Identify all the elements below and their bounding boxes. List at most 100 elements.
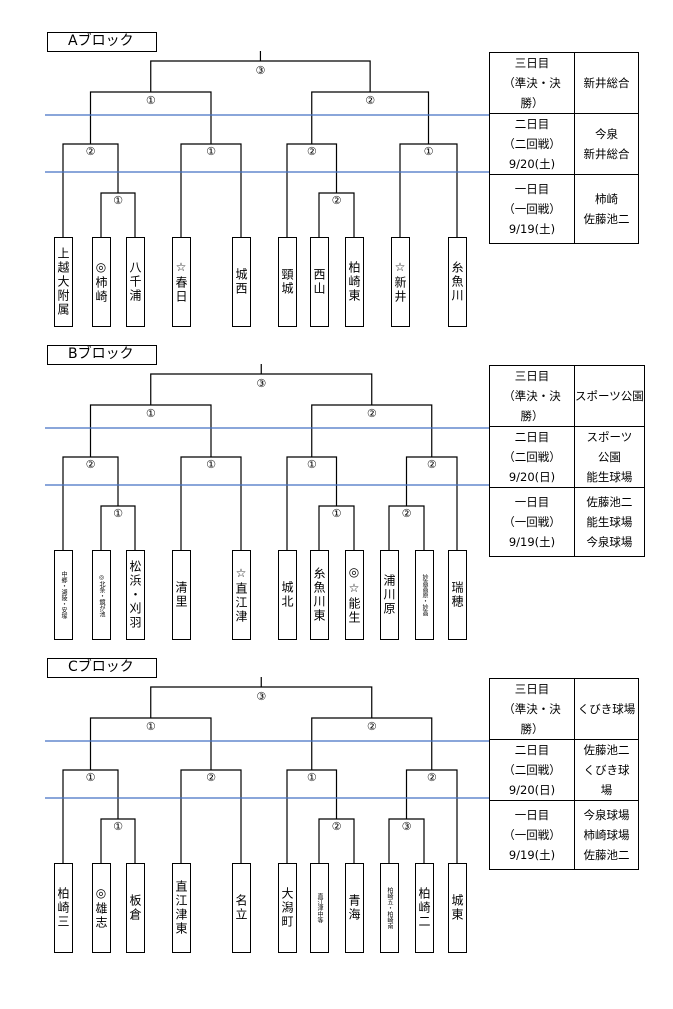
schedule-venue-cell: 佐藤池二能生球場今泉球場 — [574, 487, 645, 557]
schedule-day-line: 三日目 — [514, 682, 550, 696]
schedule-venue-cell: 今泉新井総合 — [574, 113, 639, 175]
game-number: ② — [363, 94, 378, 108]
game-number: ② — [424, 458, 439, 472]
team-box: ◎北条・鏡が池 — [91, 550, 111, 640]
team-box: ◎雄志 — [91, 863, 111, 953]
schedule-venue-line: くびき球 — [583, 763, 630, 777]
schedule-venue-cell: 新井総合 — [574, 52, 639, 114]
team-box: 浦川原 — [379, 550, 399, 640]
team-box: 松浜・刈羽 — [125, 550, 145, 640]
game-number: ① — [143, 94, 158, 108]
schedule-day-cell: 一日目（一回戦）9/19(土) — [489, 487, 575, 557]
schedule-day-line: （準決・決 — [503, 76, 561, 90]
game-number: ② — [399, 507, 414, 521]
schedule-venue-line: 今泉球場 — [586, 535, 633, 549]
team-box: 頸城 — [277, 237, 297, 327]
schedule-day-line: 三日目 — [514, 56, 550, 70]
schedule-venue-line: 柿崎 — [595, 192, 618, 206]
game-number: ③ — [253, 64, 268, 78]
block-title: Bブロック — [47, 345, 157, 365]
schedule-day-line: （準決・決 — [503, 389, 561, 403]
team-box: 城西 — [231, 237, 251, 327]
team-box: 糸魚川 — [447, 237, 467, 327]
game-number: ③ — [254, 690, 269, 704]
schedule-venue-cell: スポーツ公園 — [574, 365, 645, 427]
schedule-day-line: 一日目 — [514, 495, 550, 509]
schedule-venue-line: 能生球場 — [586, 470, 633, 484]
game-number: ① — [111, 820, 125, 834]
schedule-day-cell: 二日目 （二回戦） 9/20(土) — [489, 113, 575, 175]
schedule-day-line: 9/20(土) — [508, 157, 556, 171]
schedule-day-cell: 一日目（一回戦）9/19(土) — [489, 174, 575, 244]
schedule-venue-line: 新井総合 — [583, 147, 630, 161]
team-box: 糸魚川東 — [309, 550, 329, 640]
team-box: 名立 — [231, 863, 251, 953]
schedule-day-line: 二日目 — [514, 743, 550, 757]
team-box: 上越大附属 — [53, 237, 73, 327]
schedule-venue-line: 今泉 — [595, 127, 618, 141]
schedule-venue-line: 佐藤池二 — [583, 212, 630, 226]
schedule-row: 三日目（準決・決勝）新井総合 — [489, 52, 639, 114]
schedule-venue-line: 佐藤池二 — [583, 743, 630, 757]
schedule-venue-line: 新井総合 — [583, 76, 630, 90]
team-box: 瑞穂 — [447, 550, 467, 640]
team-box: 板倉 — [125, 863, 145, 953]
schedule-day-line: 二日目 — [514, 117, 550, 131]
game-number: ② — [364, 720, 379, 734]
game-number: ① — [421, 145, 436, 159]
schedule-day-line: 一日目 — [514, 808, 550, 822]
schedule-venue-line: 能生球場 — [586, 515, 633, 529]
team-box: 柏崎二 — [414, 863, 434, 953]
game-number: ① — [204, 145, 218, 159]
game-number: ③ — [399, 820, 414, 834]
schedule-venue-line: 公園 — [597, 450, 621, 464]
team-box: 大潟町 — [277, 863, 297, 953]
schedule-day-line: 勝） — [520, 409, 544, 423]
schedule-venue-cell: スポーツ公園能生球場 — [574, 426, 645, 488]
schedule-row: 二日目（二回戦）9/20(日)スポーツ公園能生球場 — [489, 426, 645, 488]
schedule-day-line: （二回戦） — [503, 137, 561, 151]
team-box: 柏崎東 — [344, 237, 364, 327]
schedule-table: 三日目（準決・決勝）スポーツ公園二日目（二回戦）9/20(日)スポーツ公園能生球… — [489, 365, 645, 557]
schedule-row: 一日目（一回戦）9/19(土)今泉球場柿崎球場佐藤池二 — [489, 800, 639, 870]
schedule-table: 三日目（準決・決勝）くびき球場二日目（二回戦）9/20(日)佐藤池二くびき球場一… — [489, 678, 639, 870]
team-box: ☆新井 — [390, 237, 410, 327]
schedule-day-line: 9/20(日) — [508, 783, 556, 797]
schedule-venue-line: くびき球場 — [577, 702, 636, 716]
schedule-venue-cell: くびき球場 — [574, 678, 639, 740]
team-box: ☆春日 — [171, 237, 191, 327]
schedule-row: 三日目 （準決・決勝） スポーツ公園 — [489, 365, 645, 427]
schedule-row: 二日目 （二回戦） 9/20(土) 今泉新井総合 — [489, 113, 639, 175]
schedule-row: 三日目（準決・決勝）くびき球場 — [489, 678, 639, 740]
schedule-row: 一日目（一回戦）9/19(土) 柿崎佐藤池二 — [489, 174, 639, 244]
schedule-day-cell: 一日目（一回戦）9/19(土) — [489, 800, 575, 870]
game-number: ② — [204, 771, 218, 785]
schedule-venue-line: 今泉球場 — [583, 808, 630, 822]
schedule-day-cell: 二日目 （二回戦） 9/20(日) — [489, 739, 575, 801]
game-number: ① — [304, 771, 319, 785]
team-box: 城東 — [447, 863, 467, 953]
game-number: ③ — [254, 377, 269, 391]
schedule-venue-cell: 今泉球場柿崎球場佐藤池二 — [574, 800, 639, 870]
schedule-day-cell: 三日目 （準決・決勝） — [489, 365, 575, 427]
schedule-day-line: 二日目 — [514, 430, 550, 444]
team-box: 城北 — [277, 550, 297, 640]
schedule-venue-line: 佐藤池二 — [586, 495, 633, 509]
game-number: ① — [143, 720, 158, 734]
game-number: ① — [329, 507, 344, 521]
team-box: ◎☆能生 — [344, 550, 364, 640]
schedule-venue-line: 佐藤池二 — [583, 848, 630, 862]
schedule-venue-line: スポーツ — [586, 430, 633, 444]
game-number: ① — [83, 771, 98, 785]
schedule-venue-line: スポーツ公園 — [575, 389, 644, 403]
schedule-day-line: （二回戦） — [503, 450, 561, 464]
schedule-day-line: 三日目 — [514, 369, 550, 383]
team-box: ☆直江津 — [231, 550, 251, 640]
schedule-day-line: （二回戦） — [503, 763, 561, 777]
schedule-day-line: （一回戦） — [503, 828, 561, 842]
schedule-row: 一日目（一回戦）9/19(土)佐藤池二能生球場今泉球場 — [489, 487, 645, 557]
schedule-day-line: 一日目 — [514, 182, 550, 196]
team-box: 八千浦 — [125, 237, 145, 327]
schedule-venue-line: 場 — [600, 783, 613, 797]
